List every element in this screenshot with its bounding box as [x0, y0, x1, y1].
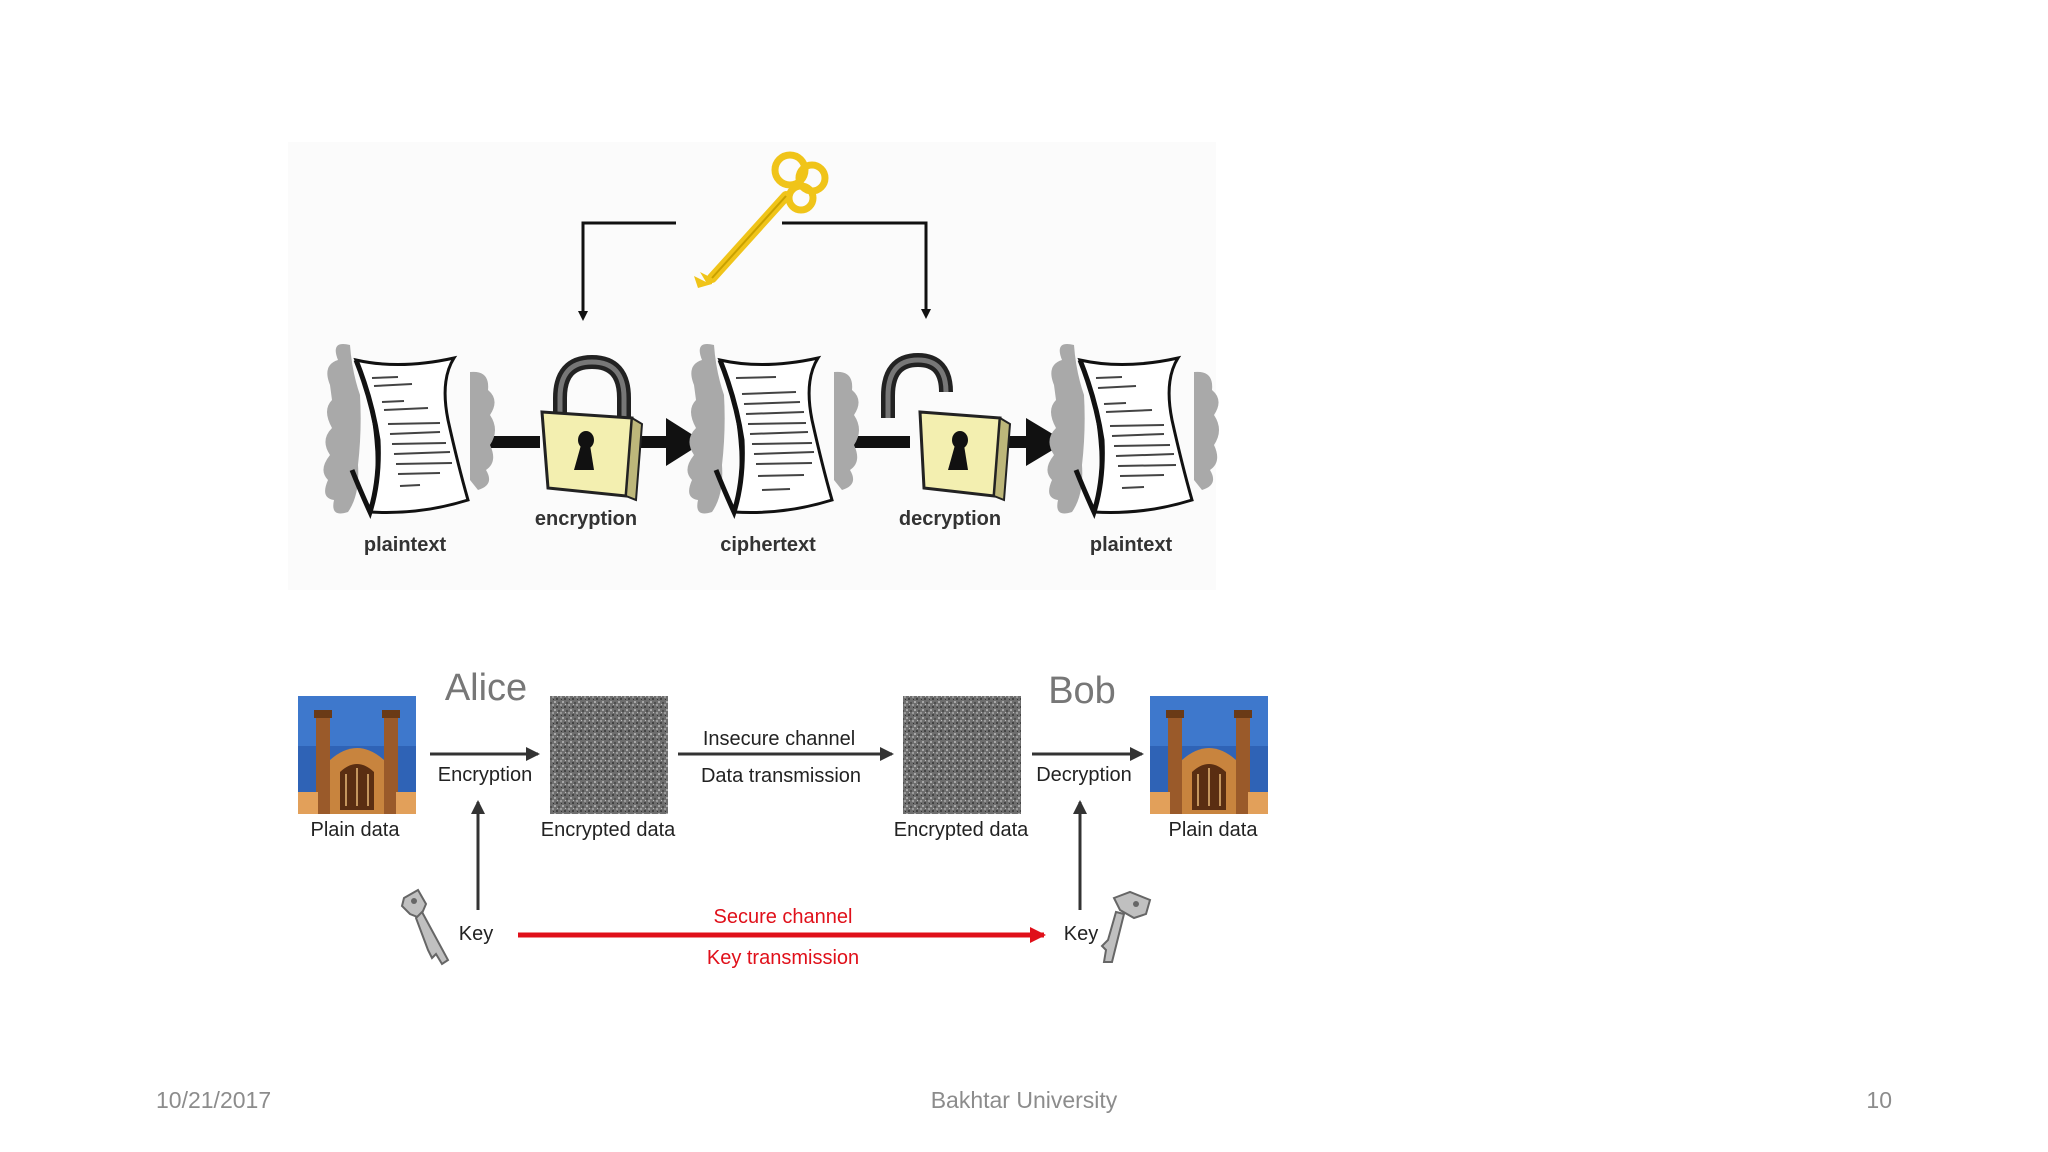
encrypted-data-image-left — [550, 696, 668, 814]
open-lock-icon — [881, 352, 1012, 502]
encrypted-data-image-right — [903, 696, 1021, 814]
decryption-label: decryption — [899, 508, 1001, 530]
encryption-label: encryption — [535, 508, 637, 530]
symmetric-key-diagram: Alice Bob Plain data Encryption Encrypte… — [298, 667, 1268, 969]
plaintext-left-label: plaintext — [364, 534, 447, 556]
decryption-step-label: Decryption — [1036, 764, 1132, 786]
data-transmission-label: Data transmission — [701, 765, 861, 787]
plain-data-left-label: Plain data — [311, 819, 401, 841]
data-flow-arrows — [430, 747, 1144, 910]
plain-data-image-right — [1150, 696, 1268, 814]
key-left-label: Key — [459, 923, 493, 945]
plaintext-right-label: plaintext — [1090, 534, 1173, 556]
encryption-step-label: Encryption — [438, 764, 533, 786]
alice-label: Alice — [445, 667, 527, 709]
key-transmission-label: Key transmission — [707, 947, 859, 969]
footer-page-number: 10 — [1866, 1087, 1892, 1113]
encrypted-data-right-label: Encrypted data — [894, 819, 1029, 841]
encrypted-data-left-label: Encrypted data — [541, 819, 676, 841]
footer-organization: Bakhtar University — [930, 1087, 1118, 1113]
plaintext-result-document-icon — [1047, 344, 1219, 519]
key-icon-right — [1100, 890, 1152, 963]
key-icon-left — [400, 888, 450, 966]
insecure-channel-label: Insecure channel — [703, 728, 855, 750]
bob-label: Bob — [1048, 670, 1116, 712]
encryption-process-diagram: plaintext encryption ciphertext decrypti… — [288, 142, 1219, 590]
ciphertext-label: ciphertext — [720, 534, 816, 556]
secure-channel-label: Secure channel — [714, 906, 853, 928]
plain-data-image-left — [298, 696, 416, 814]
plaintext-document-icon — [323, 344, 495, 519]
key-distribution-arrows — [578, 221, 931, 321]
closed-lock-icon — [540, 354, 644, 502]
key-icon — [694, 151, 829, 288]
footer-date: 10/21/2017 — [156, 1087, 272, 1113]
key-right-label: Key — [1064, 923, 1098, 945]
plain-data-right-label: Plain data — [1169, 819, 1259, 841]
ciphertext-document-icon — [687, 344, 859, 519]
